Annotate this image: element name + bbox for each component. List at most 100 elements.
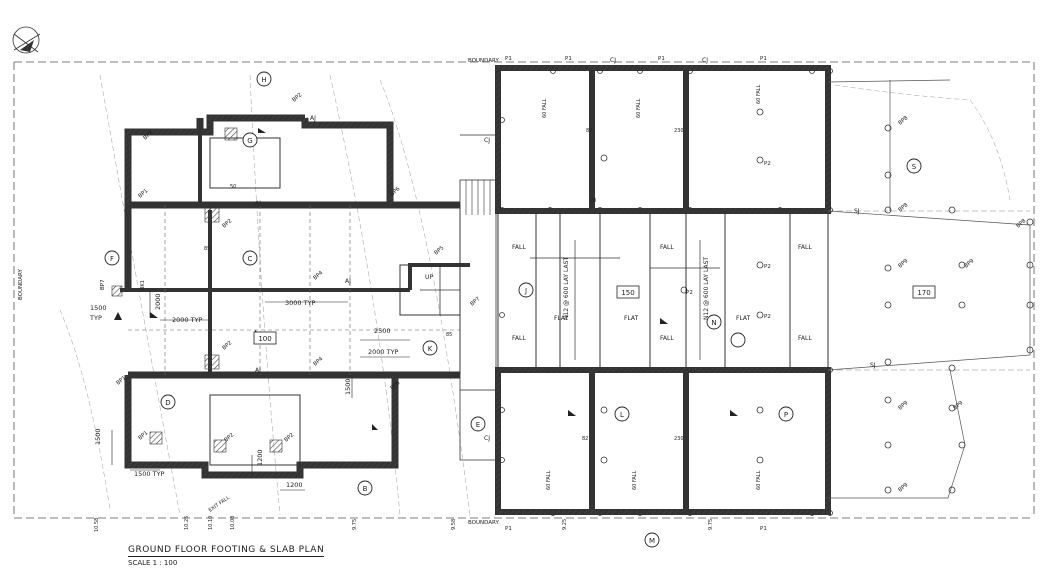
level-10-25: 10.25 <box>184 516 190 530</box>
exit-fall-note: EXIT FALL <box>208 495 231 514</box>
annotation-20-a: 20 <box>590 198 596 204</box>
pier-label-bp6-a: BP6 <box>389 186 401 198</box>
annotation-230-a: 230 <box>674 128 684 134</box>
bar-spacing-note-2: N12 @ 600 LAY LAST <box>703 257 710 320</box>
fall-label-6: FALL <box>798 335 812 342</box>
dim-1500-typ: 1500 TYP <box>134 470 165 478</box>
level-10-10: 10.10 <box>208 516 214 530</box>
contour-lines <box>59 74 1011 516</box>
dim-1500-vertical: 1500 <box>344 378 352 395</box>
section-marker-k: K <box>428 345 433 353</box>
pier-label-bp9-b: BP9 <box>963 258 975 270</box>
annotation-82: 82 <box>582 436 588 442</box>
left-building-footings <box>111 114 497 479</box>
fall-label-4: FALL <box>660 335 674 342</box>
section-marker-l: L <box>620 411 624 419</box>
section-marker-s: S <box>912 163 917 171</box>
level-9-58: 9.58 <box>451 519 457 530</box>
pier-label-bp9-d: BP9 <box>952 400 964 412</box>
annotation-85-a: 85 <box>586 128 592 134</box>
level-9-25: 9.25 <box>562 519 568 530</box>
dim-2000-typ-1: 2000 TYP <box>172 316 203 324</box>
section-marker-n: N <box>711 319 716 327</box>
annotation-85-b: 85 <box>204 246 210 252</box>
joint-label-cj-3: CJ <box>484 137 490 144</box>
annotation-230-b: 230 <box>674 436 684 442</box>
level-10-58: 10.58 <box>94 518 100 532</box>
pier-label-p2-b: P2 <box>764 264 771 270</box>
pier-label-bp1-a: BP1 <box>137 188 149 199</box>
fall-note-6: 60 FALL <box>756 470 762 490</box>
fall-note-4: 60 FALL <box>546 470 552 490</box>
section-marker-m: M <box>649 537 655 545</box>
pier-label-p1-a: P1 <box>505 56 512 62</box>
pier-label-bp1-b: BP1 <box>115 375 127 386</box>
joint-label-sj-2: SJ <box>870 362 876 369</box>
dim-3000-typ: 3000 TYP <box>285 299 316 307</box>
pier-label-bp5: BP5 <box>433 245 445 257</box>
pier-label-bp8-a: BP8 <box>897 115 909 127</box>
up-label: UP <box>425 274 433 281</box>
pier-label-p1-f: P1 <box>760 526 767 532</box>
annotation-85-c: 85 <box>446 332 452 338</box>
fall-note-3: 60 FALL <box>756 84 762 104</box>
pier-label-bp1-c: BP1 <box>137 430 149 441</box>
dim-2000-vertical: 2000 <box>154 293 162 310</box>
section-marker-c: C <box>248 255 253 263</box>
pier-label-bp8-b: BP8 <box>897 202 909 214</box>
joint-label-cj-2: CJ <box>702 57 708 64</box>
slab-tags <box>253 285 936 345</box>
section-marker-j: J <box>524 287 527 295</box>
drawing-title: GROUND FLOOR FOOTING & SLAB PLAN <box>128 545 325 557</box>
joint-label-cj-1: CJ <box>610 57 616 64</box>
pier-label-bp2-e: BP2 <box>283 432 295 443</box>
fall-label-5: FALL <box>798 244 812 251</box>
pier-label-p1-e: P1 <box>505 526 512 532</box>
pier-label-bp2-c: BP2 <box>291 92 303 103</box>
pier-label-p1-c: P1 <box>658 56 665 62</box>
fall-note-2: 60 FALL <box>636 98 642 118</box>
section-marker-h: H <box>261 76 266 84</box>
pier-label-bp9-a: BP9 <box>897 258 909 270</box>
joint-label-aj-3: AJ <box>255 200 261 207</box>
pier-label-p1-b: P1 <box>565 56 572 62</box>
pier-label-bp4-b: BP4 <box>312 356 324 368</box>
pier-label-bp3: BP3 <box>142 130 154 142</box>
pier-label-bp4-a: BP4 <box>312 270 324 282</box>
dim-1200-horizontal: 1200 <box>286 481 303 489</box>
joint-label-sj-1: SJ <box>854 208 860 215</box>
pier-label-bp2-b: BP2 <box>221 340 233 351</box>
pier-label-bp9-e: BP9 <box>897 482 909 494</box>
dim-2500: 2500 <box>374 327 391 335</box>
section-marker-e: E <box>476 421 480 429</box>
pier-markers <box>499 68 1034 516</box>
pier-label-bp2-a: BP2 <box>221 218 233 229</box>
drawing-scale: SCALE 1 : 100 <box>128 559 178 567</box>
section-marker-b: B <box>363 485 368 493</box>
right-building-footings <box>495 65 1031 515</box>
pier-label-p2-c: P2 <box>764 314 771 320</box>
fall-note-5: 60 FALL <box>632 470 638 490</box>
dim-2000-typ-2: 2000 TYP <box>368 348 399 356</box>
section-markers <box>104 71 922 548</box>
slab-tag-170: 170 <box>917 289 930 297</box>
boundary-label-top: BOUNDARY <box>468 58 500 64</box>
section-marker-g: G <box>247 137 252 145</box>
north-arrow-icon <box>12 26 41 54</box>
joint-label-aj-2: AJ <box>310 115 316 122</box>
joint-label-cj-4: CJ <box>484 435 490 442</box>
fall-note-1: 60 FALL <box>542 98 548 118</box>
pier-label-p1-d: P1 <box>760 56 767 62</box>
dim-1500-left-lower: 1500 <box>94 428 102 445</box>
dimension-lines <box>111 290 410 491</box>
boundary-label-bottom: BOUNDARY <box>468 520 500 526</box>
slab-tag-150: 150 <box>621 289 634 297</box>
annotation-bk1: BK1 <box>140 280 146 290</box>
pier-label-p2-d: P2 <box>686 290 693 296</box>
flat-label-1: FLAT <box>554 315 569 322</box>
dim-1500-left: 1500 <box>90 304 107 312</box>
fall-label-2: FALL <box>512 335 526 342</box>
pier-label-bp8-c: BP8 <box>1015 218 1027 230</box>
annotation-50: 50 <box>230 184 236 190</box>
